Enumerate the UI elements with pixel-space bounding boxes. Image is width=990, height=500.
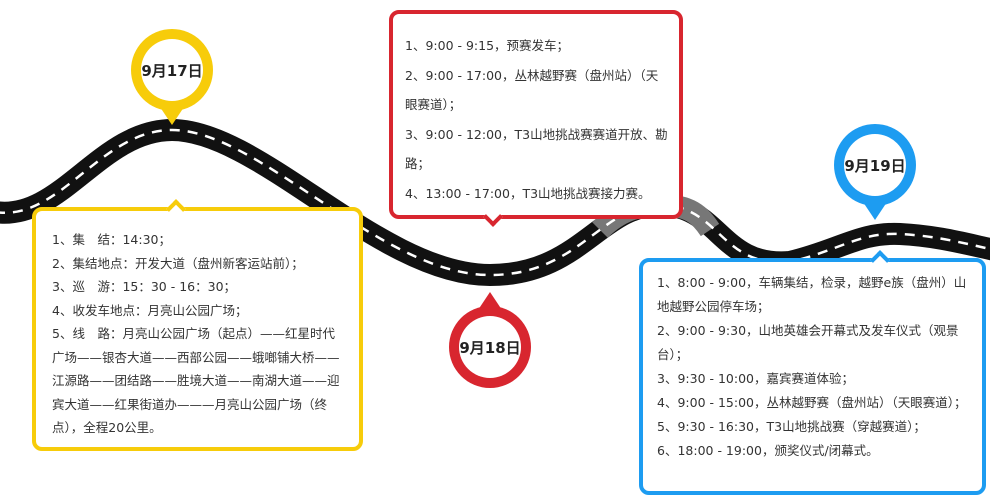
schedule-item: 3、9:30 - 10:00，嘉宾赛道体验； bbox=[657, 371, 855, 386]
date-label: 9月17日 bbox=[141, 39, 203, 101]
schedule-item: 2、9:00 - 9:30，山地英雄会开幕式及发车仪式（观景台）； bbox=[657, 323, 959, 362]
date-label: 9月19日 bbox=[844, 134, 906, 196]
day3-schedule-box: 1、8:00 - 9:00，车辆集结，检录，越野e族（盘州）山地越野公园停车场；… bbox=[639, 250, 986, 495]
schedule-item: 2、集结地点：开发大道（盘州新客运站前）； bbox=[52, 255, 304, 271]
map-pin-day2: 9月18日 bbox=[449, 292, 531, 388]
schedule-item: 1、8:00 - 9:00，车辆集结，检录，越野e族（盘州）山地越野公园停车场； bbox=[657, 275, 967, 314]
schedule-item: 5、9:30 - 16:30，T3山地挑战赛（穿越赛道）； bbox=[657, 419, 926, 434]
schedule-item: 1、集 结：14:30； bbox=[52, 232, 171, 247]
day2-schedule-box: 1、9:00 - 9:15，预赛发车； 2、9:00 - 17:00，丛林越野赛… bbox=[389, 10, 683, 227]
schedule-item: 4、9:00 - 15:00，丛林越野赛（盘州站）（天眼赛道）； bbox=[657, 395, 967, 410]
map-pin-day3: 9月19日 bbox=[834, 124, 916, 220]
schedule-item: 4、13:00 - 17:00，T3山地挑战赛接力赛。 bbox=[405, 185, 651, 201]
map-pin-day1: 9月17日 bbox=[131, 29, 213, 125]
schedule-item: 3、9:00 - 12:00，T3山地挑战赛赛道开放、勘路； bbox=[405, 126, 668, 172]
day1-schedule-box: 1、集 结：14:30； 2、集结地点：开发大道（盘州新客运站前）； 3、巡 游… bbox=[32, 199, 363, 451]
schedule-item: 4、收发车地点：月亮山公园广场； bbox=[52, 302, 248, 318]
schedule-item: 6、18:00 - 19:00，颁奖仪式/闭幕式。 bbox=[657, 443, 879, 458]
schedule-item: 2、9:00 - 17:00，丛林越野赛（盘州站）（天眼赛道）； bbox=[405, 67, 659, 113]
schedule-item: 3、巡 游：15：30 - 16：30； bbox=[52, 279, 237, 294]
schedule-item: 5、线 路：月亮山公园广场（起点）——红星时代广场——银杏大道——西部公园——蛾… bbox=[52, 326, 340, 435]
schedule-item: 1、9:00 - 9:15，预赛发车； bbox=[405, 38, 570, 53]
date-label: 9月18日 bbox=[459, 316, 521, 378]
